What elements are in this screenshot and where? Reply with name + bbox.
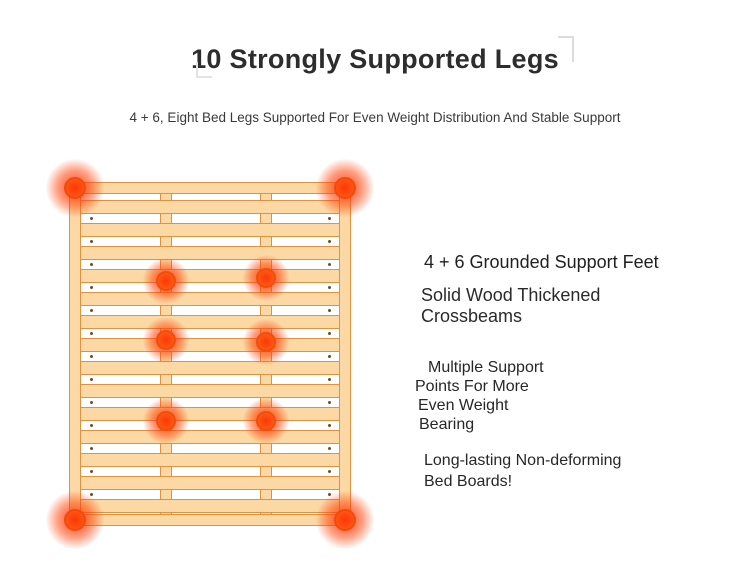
left-rail [69,182,81,526]
bed-slat [80,338,340,352]
screw-dot [328,263,331,266]
support-leg [156,271,176,291]
screw-dot [328,378,331,381]
bed-slat [80,200,340,214]
screw-dot [90,470,93,473]
support-leg [256,332,276,352]
screw-dot [90,447,93,450]
annotation-support-feet: 4 + 6 Grounded Support Feet [424,252,659,272]
screw-dot [90,424,93,427]
bed-slat [80,453,340,467]
screw-dot [90,401,93,404]
bed-slat [80,292,340,306]
screw-dot [328,424,331,427]
support-leg [156,330,176,350]
screw-dot [90,286,93,289]
screw-dot [90,493,93,496]
screw-dot [90,332,93,335]
support-leg [256,411,276,431]
screw-dot [328,447,331,450]
corner-leg [334,509,356,531]
bottom-rail [69,514,351,526]
screw-dot [328,309,331,312]
support-leg [156,411,176,431]
screw-dot [90,263,93,266]
bed-slat [80,499,340,513]
annotation-bed-boards-line: Bed Boards! [424,473,513,490]
bed-slat [80,384,340,398]
bed-slat [80,476,340,490]
screw-dot [328,470,331,473]
title-accent-bottom-left [196,62,212,78]
screw-dot [90,378,93,381]
bed-slat [80,269,340,283]
screw-dot [328,217,331,220]
support-leg [256,268,276,288]
annotation-crossbeams: Solid Wood Thickened Crossbeams [421,285,600,327]
bed-slat [80,407,340,421]
screw-dot [90,217,93,220]
subtitle: 4 + 6, Eight Bed Legs Supported For Even… [129,110,621,125]
bed-slat [80,223,340,237]
annotation-bed-boards-line: Long-lasting Non-deforming [424,452,622,469]
annotation-crossbeams-line: Solid Wood Thickened [421,285,601,305]
corner-leg [64,177,86,199]
corner-leg [334,177,356,199]
annotation-support-points-line: Bearing [419,416,475,433]
annotation-crossbeams-line: Crossbeams [421,306,523,326]
bed-slat [80,315,340,329]
top-rail [69,182,351,194]
bed-frame-diagram [60,177,360,532]
screw-dot [90,309,93,312]
bed-slat [80,361,340,375]
title-accent-top-right [558,36,574,62]
screw-dot [328,286,331,289]
screw-dot [328,355,331,358]
screw-dot [328,401,331,404]
annotation-bed-boards: Long-lasting Non-deforming Bed Boards! [424,450,621,492]
bed-slat [80,246,340,260]
annotation-support-points-line: Points For More [415,378,529,395]
screw-dot [90,355,93,358]
annotation-support-points: Multiple Support Points For More Even We… [415,358,544,434]
annotation-support-points-line: Multiple Support [428,359,544,376]
screw-dot [328,332,331,335]
annotation-support-points-line: Even Weight [418,397,509,414]
page-title: 10 Strongly Supported Legs [191,44,559,74]
bed-slat [80,430,340,444]
right-rail [339,182,351,526]
screw-dot [90,240,93,243]
screw-dot [328,240,331,243]
corner-leg [64,509,86,531]
